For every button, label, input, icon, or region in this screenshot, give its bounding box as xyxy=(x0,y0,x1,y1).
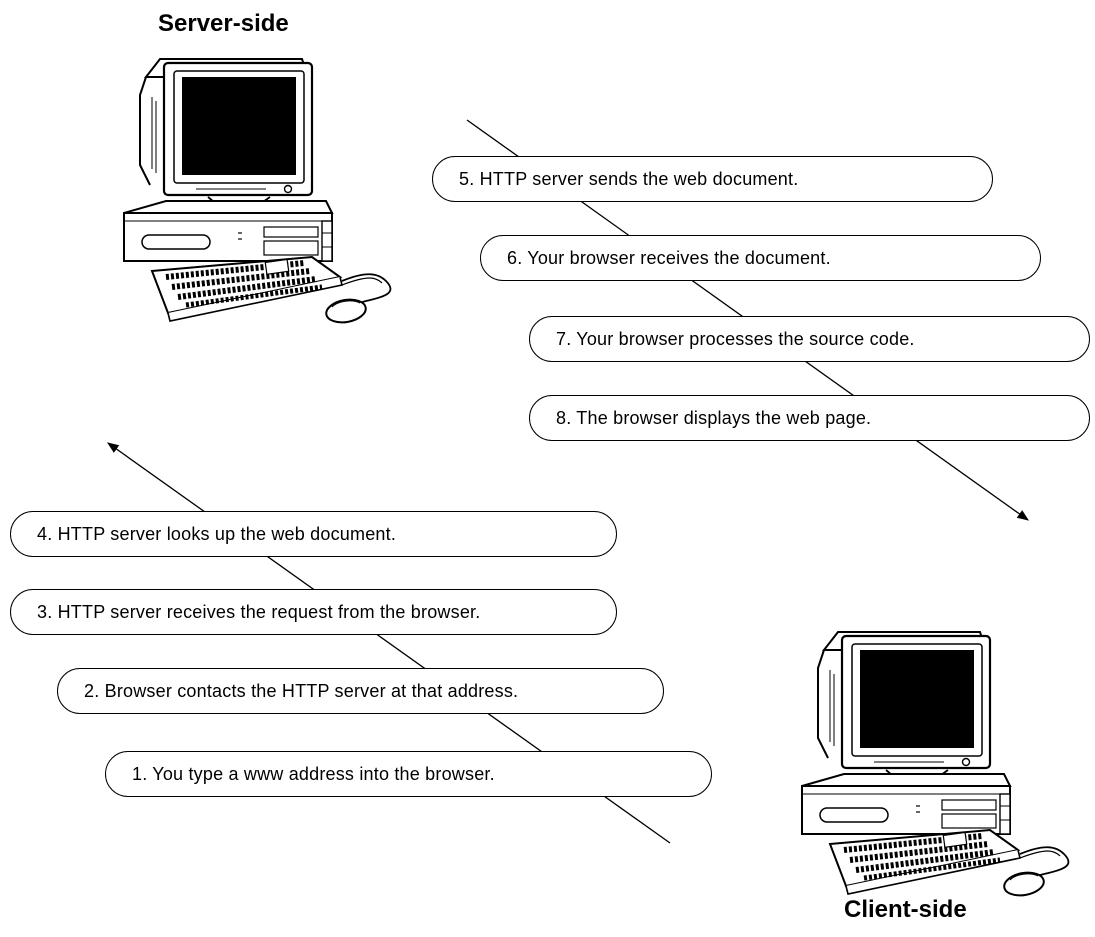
server-computer-icon xyxy=(123,58,392,324)
step-5-pill: 5. HTTP server sends the web document. xyxy=(432,156,993,202)
server-side-label: Server-side xyxy=(158,10,289,37)
client-computer-icon xyxy=(801,631,1070,897)
step-2-pill: 2. Browser contacts the HTTP server at t… xyxy=(57,668,664,714)
step-8-pill: 8. The browser displays the web page. xyxy=(529,395,1090,441)
step-3-pill: 3. HTTP server receives the request from… xyxy=(10,589,617,635)
step-7-pill: 7. Your browser processes the source cod… xyxy=(529,316,1090,362)
step-6-pill: 6. Your browser receives the document. xyxy=(480,235,1041,281)
step-4-pill: 4. HTTP server looks up the web document… xyxy=(10,511,617,557)
step-1-pill: 1. You type a www address into the brows… xyxy=(105,751,712,797)
client-side-label: Client-side xyxy=(844,896,967,923)
